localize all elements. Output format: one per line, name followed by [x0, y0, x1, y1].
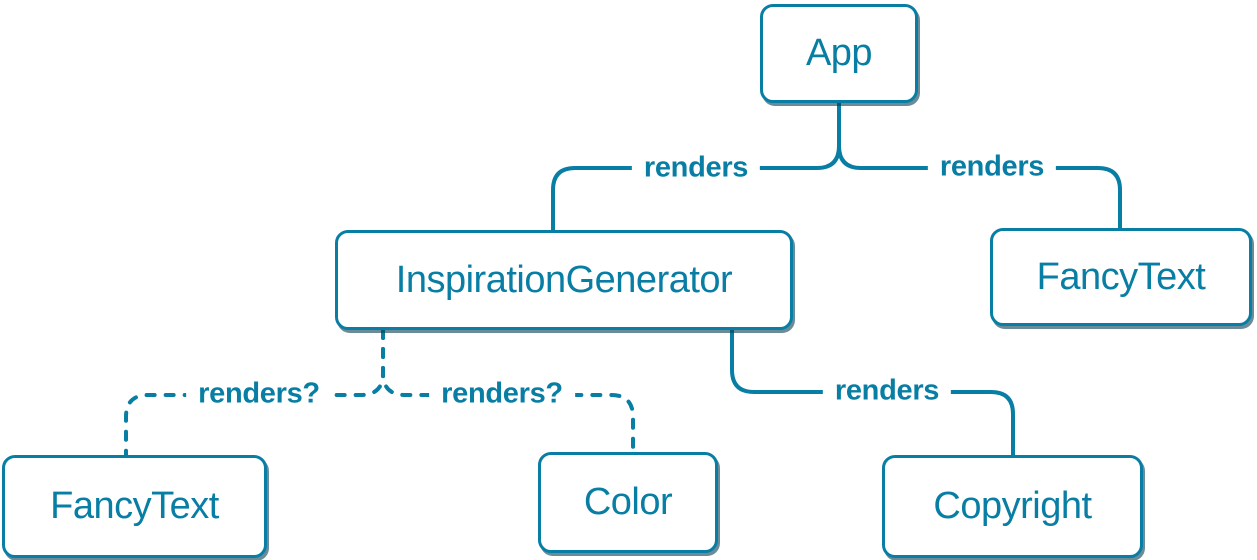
node-copyright: Copyright: [882, 455, 1143, 558]
node-copyright-label: Copyright: [933, 485, 1092, 527]
edge-label-renders-inspirationgenerator-copyright: renders: [822, 374, 952, 408]
node-app: App: [760, 4, 918, 103]
node-fancytext-bottom: FancyText: [2, 455, 267, 558]
node-color: Color: [538, 452, 718, 553]
node-fancytext-top: FancyText: [990, 228, 1252, 326]
node-fancytext-top-label: FancyText: [1036, 255, 1206, 298]
node-inspirationgenerator-label: InspirationGenerator: [395, 258, 733, 301]
edge-label-renders-app-fancytext: renders: [927, 150, 1057, 184]
node-fancytext-bottom-label: FancyText: [50, 485, 219, 527]
edge-label-renders-app-inspirationgenerator: renders: [631, 151, 761, 185]
node-inspirationgenerator: InspirationGenerator: [335, 230, 793, 330]
node-app-label: App: [805, 32, 873, 74]
edge-label-renders-question-inspirationgenerator-fancytext: renders?: [186, 377, 332, 411]
edge-inspirationgenerator-to-color-dashed: [381, 328, 635, 454]
edge-label-renders-question-inspirationgenerator-color: renders?: [429, 377, 575, 411]
node-color-label: Color: [583, 481, 673, 523]
